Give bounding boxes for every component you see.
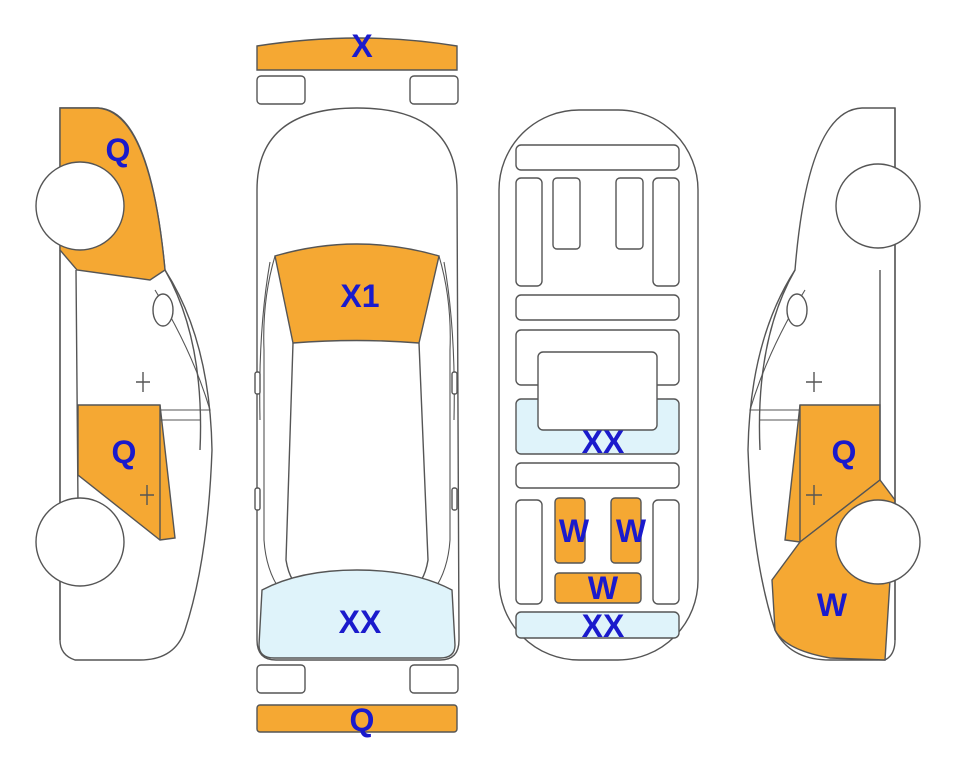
floor-seat-right-panel[interactable] — [610, 497, 642, 564]
right-side-sill — [758, 108, 896, 640]
floor-rear-glass-panel[interactable] — [515, 611, 680, 639]
floor-rear-left-rail — [515, 499, 543, 605]
right-front-wheel — [835, 163, 921, 249]
floor-seat-left-panel[interactable] — [554, 497, 586, 564]
front-bumper-label: X — [351, 28, 373, 64]
rear-bumper-panel[interactable] — [256, 704, 458, 733]
front-bumper-panel[interactable] — [256, 37, 458, 71]
left-side-sill — [59, 250, 202, 640]
left-rear-door-handle — [140, 485, 154, 505]
floor-seat-lower-panel[interactable] — [554, 572, 642, 604]
left-rear-door-label: Q — [112, 434, 137, 470]
floor-center-label: XX — [582, 424, 625, 460]
top-view-body — [256, 107, 460, 661]
windshield-label: X1 — [340, 278, 379, 314]
floor-seat-lower-label: W — [588, 570, 619, 606]
rear-window-label: XX — [339, 604, 382, 640]
left-side-mirror — [152, 293, 174, 327]
floor-rear-bar — [515, 462, 680, 489]
floor-mid-bar — [515, 294, 680, 321]
rear-left-light — [256, 664, 306, 694]
floor-front-right-rail — [652, 177, 680, 287]
left-front-door-handle — [136, 372, 150, 392]
top-right-handle — [451, 487, 458, 511]
floor-front-bar — [515, 144, 680, 171]
floor-front-inner-left — [552, 177, 581, 250]
right-rear-door-handle — [806, 485, 822, 505]
right-rear-quarter-label: W — [817, 587, 848, 623]
right-side-view: Q W — [747, 107, 921, 661]
rear-window-panel[interactable] — [258, 569, 456, 659]
top-left-handle — [254, 487, 261, 511]
floor-view: XX W W W XX — [498, 109, 699, 661]
floor-seat-left-label: W — [559, 513, 590, 549]
top-view-left-pillar — [259, 255, 281, 591]
top-left-mirror — [254, 371, 261, 395]
rear-bumper-label: Q — [350, 702, 375, 738]
left-front-wheel — [35, 161, 125, 251]
windshield-panel[interactable] — [274, 243, 440, 344]
floor-seat-right-label: W — [616, 513, 647, 549]
floor-front-inner-right — [615, 177, 644, 250]
floor-rear-label: XX — [582, 608, 625, 644]
top-view-right-pillar — [433, 255, 455, 591]
left-rear-wheel — [35, 497, 125, 587]
front-right-light — [409, 75, 459, 105]
floor-rear-right-rail — [652, 499, 680, 605]
right-rear-wheel — [835, 499, 921, 585]
right-front-door-handle — [806, 372, 822, 392]
floor-center-block — [537, 351, 658, 431]
left-side-view: Q Q — [35, 107, 213, 661]
right-side-mirror — [786, 293, 808, 327]
rear-right-light — [409, 664, 459, 694]
floor-front-left-rail — [515, 177, 543, 287]
right-rear-door-label: Q — [832, 434, 857, 470]
top-view: X X1 XX Q — [254, 28, 460, 738]
top-right-mirror — [451, 371, 458, 395]
left-front-fender-label: Q — [106, 132, 131, 168]
front-left-light — [256, 75, 306, 105]
